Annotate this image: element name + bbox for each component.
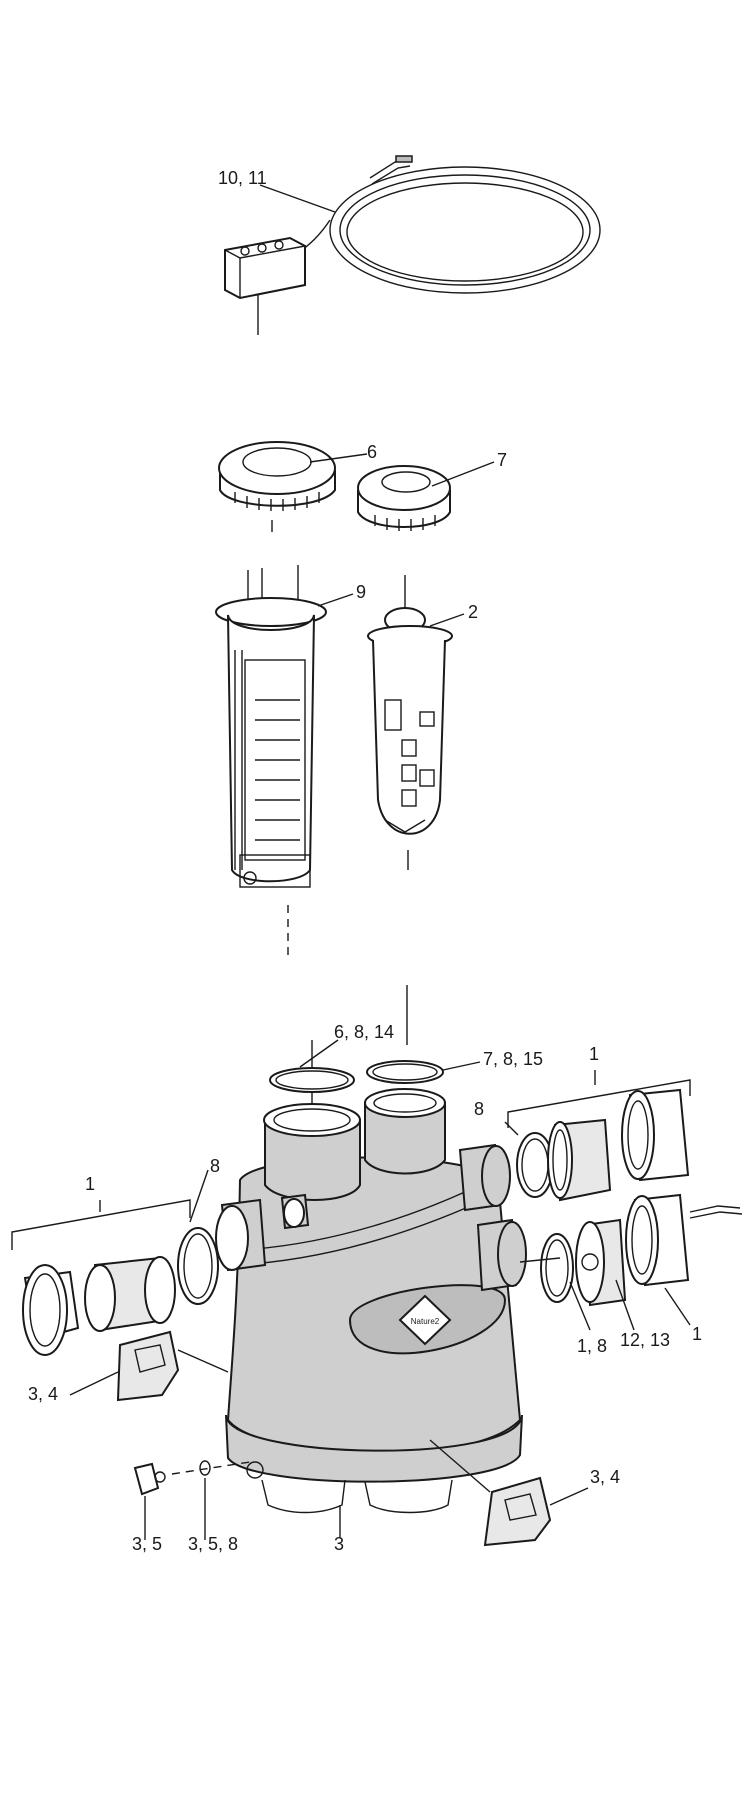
callout-3-5-8: 3, 5, 8 [188, 1534, 238, 1554]
electrode-cell-9 [215, 565, 327, 960]
cap-6 [218, 441, 336, 532]
callout-2: 2 [468, 602, 478, 622]
o-ring-top-right [366, 1060, 444, 1084]
drain-plug [133, 1462, 166, 1540]
callout-6-8-14: 6, 8, 14 [334, 1022, 394, 1042]
cap-7 [357, 465, 451, 531]
callout-8-left: 8 [210, 1156, 220, 1176]
power-cord-assembly [224, 155, 601, 335]
callout-7-8-15: 7, 8, 15 [483, 1049, 543, 1069]
leader-lines [11, 184, 691, 1506]
drain-washer [199, 1460, 211, 1540]
svg-text:Nature2: Nature2 [411, 1317, 440, 1326]
right-union-upper [516, 1088, 690, 1202]
callout-3-4-right: 3, 4 [590, 1467, 620, 1487]
callout-12-13: 12, 13 [620, 1330, 670, 1350]
clip-left [116, 1330, 180, 1402]
callout-1-8: 1, 8 [577, 1336, 607, 1356]
callout-7: 7 [497, 450, 507, 470]
callout-9: 9 [356, 582, 366, 602]
callout-8-right: 8 [474, 1099, 484, 1119]
callout-1-right-bottom: 1 [692, 1324, 702, 1344]
clip-right [483, 1476, 552, 1547]
nature2-logo: Nature2 [398, 1294, 452, 1346]
callout-10-11: 10, 11 [218, 168, 267, 188]
left-union [22, 1227, 219, 1356]
main-housing: Nature2 [215, 1088, 527, 1514]
mineral-cartridge-2 [367, 575, 453, 870]
o-ring-top-left [269, 1067, 355, 1093]
right-union-lower [540, 1193, 743, 1307]
callout-3-4-left: 3, 4 [28, 1384, 58, 1404]
callout-3-5: 3, 5 [132, 1534, 162, 1554]
callout-6: 6 [367, 442, 377, 462]
cord-connector-block [224, 236, 306, 300]
callout-3: 3 [334, 1534, 344, 1554]
callout-1-left: 1 [85, 1174, 95, 1194]
callout-labels: 10, 11 6 7 9 2 6, 8, 14 7, 8, 15 1 8 1 8… [28, 168, 702, 1554]
callout-1-right-top: 1 [589, 1044, 599, 1064]
